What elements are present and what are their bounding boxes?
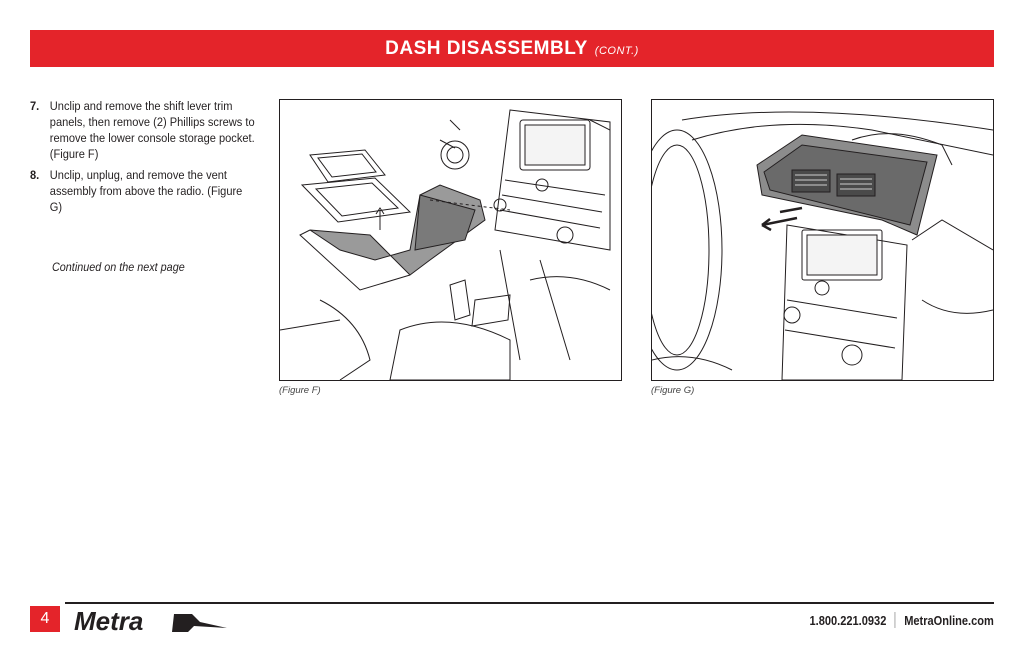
contact-separator xyxy=(895,612,896,628)
step-number: 7. xyxy=(30,99,40,113)
phone-number: 1.800.221.0932 xyxy=(809,612,887,628)
section-banner: DASH DISASSEMBLY (CONT.) xyxy=(30,30,994,67)
brand-name: Metra xyxy=(74,606,143,636)
step-item: 7. Unclip and remove the shift lever tri… xyxy=(30,98,255,162)
figure-g xyxy=(651,99,994,381)
contact-info: 1.800.221.0932 MetraOnline.com xyxy=(810,612,994,628)
step-number: 8. xyxy=(30,168,40,182)
step-item: 8. Unclip, unplug, and remove the vent a… xyxy=(30,167,255,215)
console-removal-illustration-icon xyxy=(280,109,611,380)
footer-divider xyxy=(65,602,994,604)
page-number: 4 xyxy=(30,606,60,632)
vent-removal-illustration-icon xyxy=(652,111,993,380)
figure-g-caption: (Figure G) xyxy=(651,385,695,396)
step-text: Unclip and remove the shift lever trim p… xyxy=(49,99,255,161)
figure-f xyxy=(279,99,622,381)
step-text: Unclip, unplug, and remove the vent asse… xyxy=(49,168,243,214)
metra-logo: Metra xyxy=(72,606,232,641)
metra-logo-icon: Metra xyxy=(74,606,227,636)
continued-note: Continued on the next page xyxy=(52,260,185,274)
section-subtitle: (CONT.) xyxy=(594,44,639,57)
instruction-steps: 7. Unclip and remove the shift lever tri… xyxy=(30,98,260,220)
figure-f-caption: (Figure F) xyxy=(279,385,321,396)
section-title: DASH DISASSEMBLY xyxy=(385,37,588,59)
website-link[interactable]: MetraOnline.com xyxy=(904,612,994,628)
